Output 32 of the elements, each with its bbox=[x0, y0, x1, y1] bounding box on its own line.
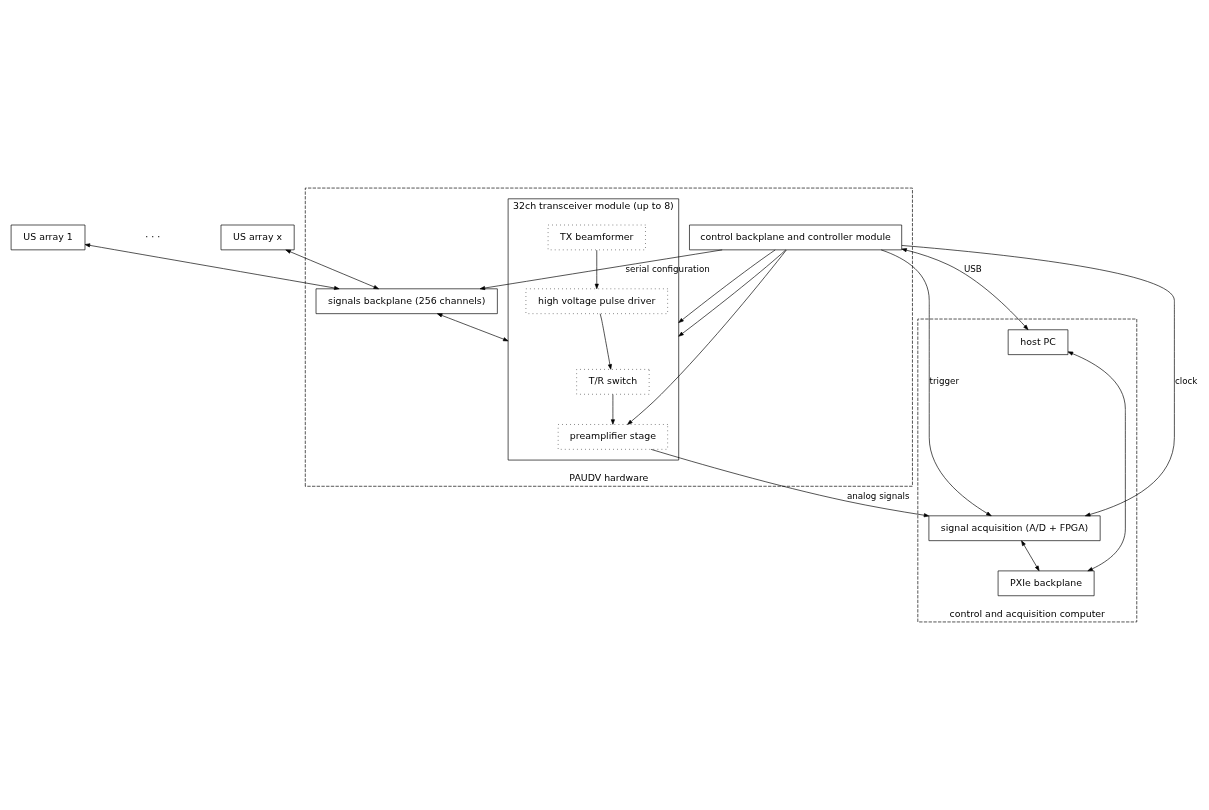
arrow bbox=[84, 243, 340, 290]
arrow bbox=[599, 313, 612, 370]
arrow bbox=[650, 449, 930, 518]
node-box: preamplifier stage bbox=[557, 424, 668, 450]
arrow bbox=[678, 249, 786, 337]
arrow bbox=[437, 313, 509, 342]
arrow bbox=[678, 249, 776, 323]
node-box: high voltage pulse driver bbox=[525, 288, 668, 314]
arrow bbox=[880, 249, 992, 517]
node-box: T/R switch bbox=[576, 369, 650, 395]
arrow bbox=[1067, 351, 1126, 572]
arrow bbox=[610, 394, 615, 425]
node-box: control backplane and controller module bbox=[689, 224, 903, 251]
node-box: PXIe backplane bbox=[997, 570, 1095, 597]
node-box: host PC bbox=[1007, 329, 1069, 355]
node-box: TX beamformer bbox=[547, 224, 646, 251]
arrow bbox=[594, 249, 599, 290]
arrow bbox=[285, 249, 379, 290]
arrow bbox=[627, 249, 787, 425]
edge-label: analog signals bbox=[846, 490, 910, 501]
edge-label: trigger bbox=[929, 376, 960, 387]
edge-label: USB bbox=[963, 263, 982, 274]
node-box: signal acquisition (A/D + FPGA) bbox=[928, 515, 1101, 541]
arrow bbox=[901, 245, 1175, 517]
arrow bbox=[1021, 540, 1040, 572]
node-box: US array 1 bbox=[10, 224, 86, 251]
edge-label: serial configuration bbox=[625, 263, 710, 274]
edge-label: clock bbox=[1174, 376, 1198, 387]
arrow bbox=[901, 248, 1029, 330]
node-box: US array x bbox=[220, 224, 295, 251]
label: · · · bbox=[145, 230, 161, 242]
arrow bbox=[479, 249, 723, 290]
